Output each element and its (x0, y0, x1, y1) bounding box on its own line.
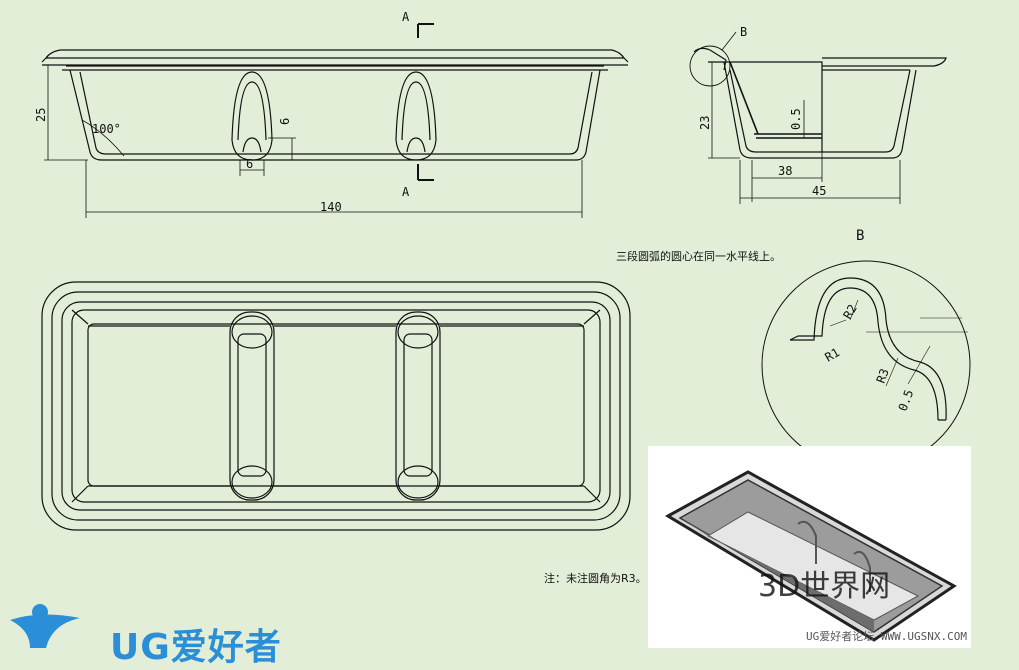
detail-thickness: 0.5 (896, 388, 917, 413)
drawing-canvas: A A 25 100° 6 6 140 B 23 0.5 38 45 B 三段圆… (34, 10, 971, 585)
detail-view-b (761, 260, 971, 470)
tray-3d-image: 3D世界网 (664, 470, 957, 642)
dim-inner-38: 38 (778, 164, 792, 178)
general-note: 注：未注圆角为R3。 (544, 571, 647, 585)
radius-r3: R3 (874, 367, 892, 385)
logo-figure-icon (10, 604, 80, 648)
dim-side-height: 23 (698, 116, 712, 130)
logo-text: UG爱好者 (110, 627, 282, 668)
radius-r2: R2 (840, 302, 859, 322)
dim-angle: 100° (92, 122, 121, 136)
side-view (689, 31, 947, 204)
section-label-top: A (402, 10, 410, 24)
dim-outer-45: 45 (812, 184, 826, 198)
faint-watermark: 3D世界网 (758, 569, 890, 604)
radius-r1: R1 (823, 345, 843, 364)
dim-rib-height: 6 (278, 118, 292, 125)
dim-height-25: 25 (34, 108, 48, 122)
dim-rib-width: 6 (246, 157, 253, 171)
front-view (41, 23, 629, 218)
dim-length: 140 (320, 200, 342, 214)
top-view (41, 281, 631, 531)
watermark-caption: UG爱好者论坛 WWW.UGSNX.COM (806, 630, 967, 643)
dim-wall: 0.5 (789, 108, 803, 130)
detail-title: B (856, 228, 864, 244)
section-label-bottom: A (402, 185, 410, 199)
detail-callout-b: B (740, 25, 747, 39)
isometric-render: 3D世界网 (648, 446, 971, 648)
detail-note: 三段圆弧的圆心在同一水平线上。 (616, 249, 781, 263)
